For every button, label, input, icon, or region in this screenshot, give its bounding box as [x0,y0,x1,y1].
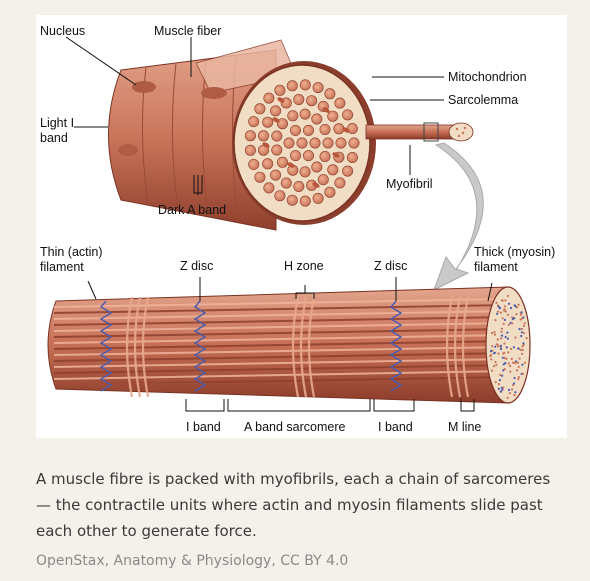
label-i-band-right: I band [378,420,413,434]
label-z-disc-right: Z disc [374,259,407,273]
label-i-band-left: I band [186,420,221,434]
label-m-line: M line [448,420,481,434]
label-sarcolemma: Sarcolemma [448,93,518,107]
muscle-fiber [109,40,377,230]
label-h-zone: H zone [284,259,324,273]
label-dark-a-band: Dark A band [158,203,226,217]
label-nucleus: Nucleus [40,24,85,38]
label-a-band-sarcomere: A band sarcomere [244,420,345,434]
label-thin-filament-2: filament [40,260,84,274]
sarcomere-cylinder [48,287,530,403]
label-z-disc-left: Z disc [180,259,213,273]
nucleus-shape [132,81,156,93]
figure-caption: A muscle fibre is packed with myofibrils… [36,466,556,544]
label-thick-filament-1: Thick (myosin) [474,245,555,259]
label-myofibril: Myofibril [386,177,433,191]
label-thick-filament-2: filament [474,260,518,274]
muscle-diagram-svg: Nucleus Muscle fiber Mitochondrion Sarco… [36,15,567,438]
myofibril-rod [366,123,473,141]
muscle-diagram: Nucleus Muscle fiber Mitochondrion Sarco… [36,15,567,438]
label-thin-filament-1: Thin (actin) [40,245,103,259]
label-mitochondrion: Mitochondrion [448,70,527,84]
figure-credit: OpenStax, Anatomy & Physiology, CC BY 4.… [36,553,348,569]
label-light-i-band-1: Light I [40,116,74,130]
label-muscle-fiber: Muscle fiber [154,24,221,38]
label-light-i-band-2: band [40,131,68,145]
